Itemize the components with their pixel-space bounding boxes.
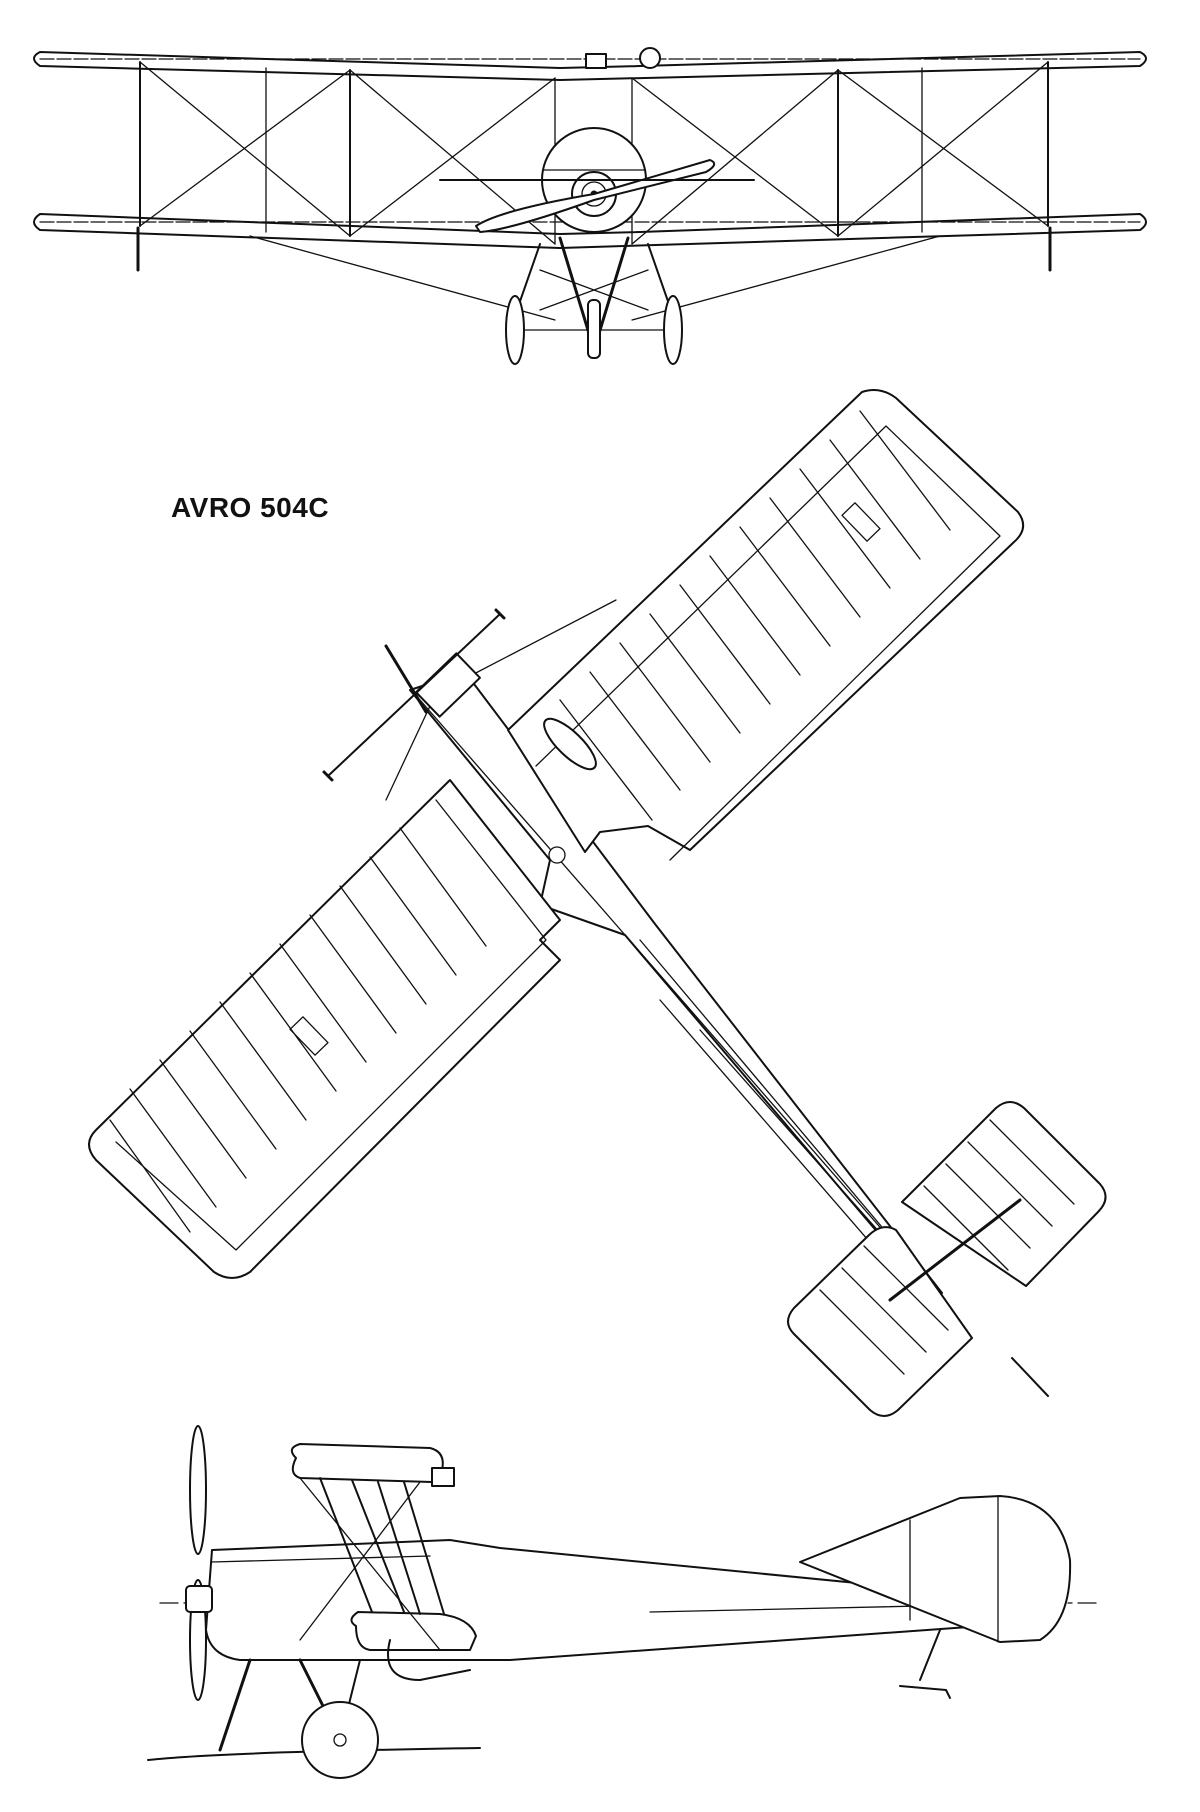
- top-view: [88, 389, 1107, 1417]
- side-lower-wing: [350, 1611, 477, 1651]
- top-port-wing: [88, 779, 561, 1279]
- side-view: [147, 1425, 1101, 1779]
- side-tailskid: [899, 1629, 951, 1699]
- top-starboard-wing-ribs: [559, 410, 951, 821]
- front-undercarriage: [505, 236, 683, 365]
- front-bracing-wires: [139, 61, 1049, 321]
- side-undercarriage: [147, 1639, 481, 1779]
- front-view: [33, 47, 1147, 365]
- side-fin-and-rudder: [799, 1495, 1072, 1643]
- side-struts-and-bracing: [299, 1477, 445, 1651]
- top-tailplane: [787, 1101, 1107, 1417]
- front-engine-and-propeller: [439, 47, 755, 233]
- top-starboard-wing: [507, 389, 1025, 861]
- front-interplane-struts: [136, 61, 1052, 272]
- aircraft-title: AVRO 504C: [171, 492, 330, 523]
- top-engine-and-propeller: [322, 608, 597, 864]
- side-propeller: [185, 1425, 213, 1701]
- top-tailplane-ribs: [819, 1119, 1075, 1375]
- side-upper-wing: [290, 1443, 455, 1487]
